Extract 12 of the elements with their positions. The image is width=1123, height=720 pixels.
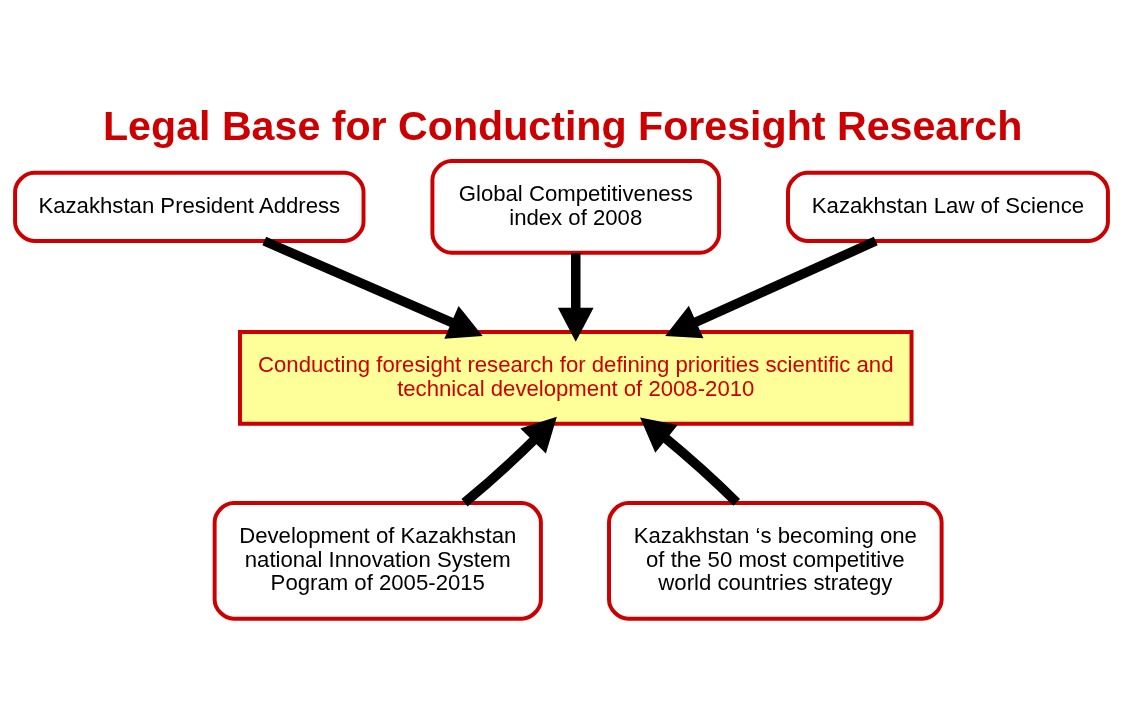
arrow [557,252,594,342]
node-box: Kazakhstan President Address [13,170,366,243]
arrow [665,236,878,338]
node-box: Development of Kazakhstan national Innovation System Pogram of 2005-2015 [212,500,543,621]
arrow [461,416,557,506]
diagram-title: Legal Base for Conducting Foresight Research [102,102,1023,149]
node-box: Kazakhstan Law of Science [786,170,1110,243]
node-box: Kazakhstan ‘s becoming one of the 50 most competitive world countries strategy [607,500,944,621]
node-box: Conducting foresight research for defining priorities scientific and technical development of 2008-2010 [238,329,914,426]
node-box: Global Competitiveness index of 2008 [430,158,722,255]
arrow [640,417,741,506]
arrow [262,236,483,339]
